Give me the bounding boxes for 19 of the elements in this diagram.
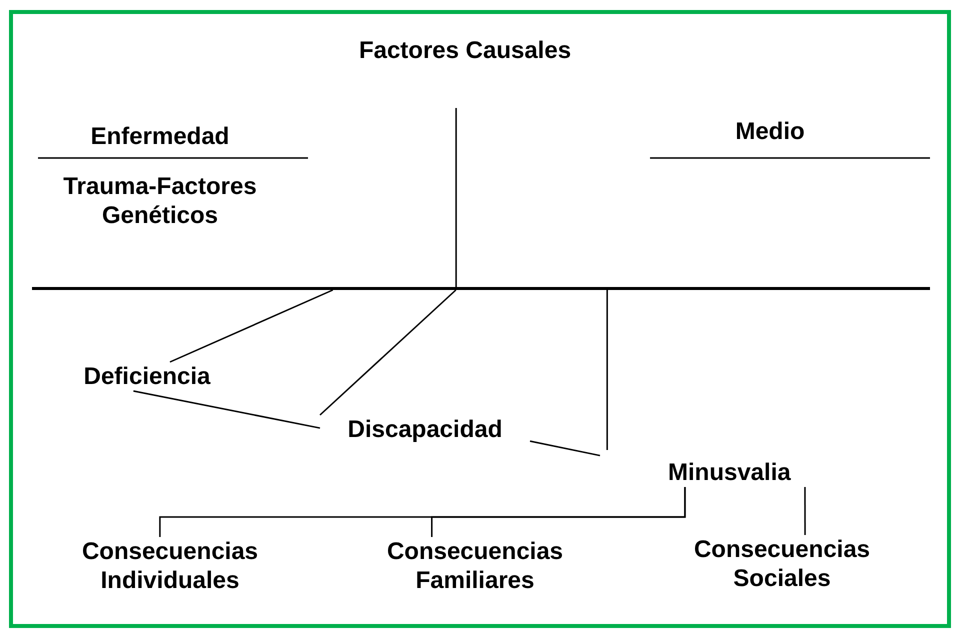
node-label: Enfermedad [90,122,230,151]
connector-line [804,487,806,535]
connector-line [320,289,456,416]
connector-line [455,108,457,287]
connector-line [606,290,608,450]
node-label: Consecuencias Familiares [386,537,564,595]
node-label: Medio [734,117,806,146]
connector-line [170,289,334,363]
node-label: Factores Causales [358,36,572,65]
connector-line [133,390,320,429]
horizontal-bar [32,287,930,290]
node-label: Trauma-Factores Genéticos [62,172,258,230]
connector-line [431,487,686,537]
connector-line [530,440,600,456]
node-label: Consecuencias Individuales [80,537,260,595]
node-label: Consecuencias Sociales [692,535,872,593]
node-label: Minusvalia [668,458,792,487]
node-label: Deficiencia [82,362,212,391]
node-label: Discapacidad [346,415,504,444]
